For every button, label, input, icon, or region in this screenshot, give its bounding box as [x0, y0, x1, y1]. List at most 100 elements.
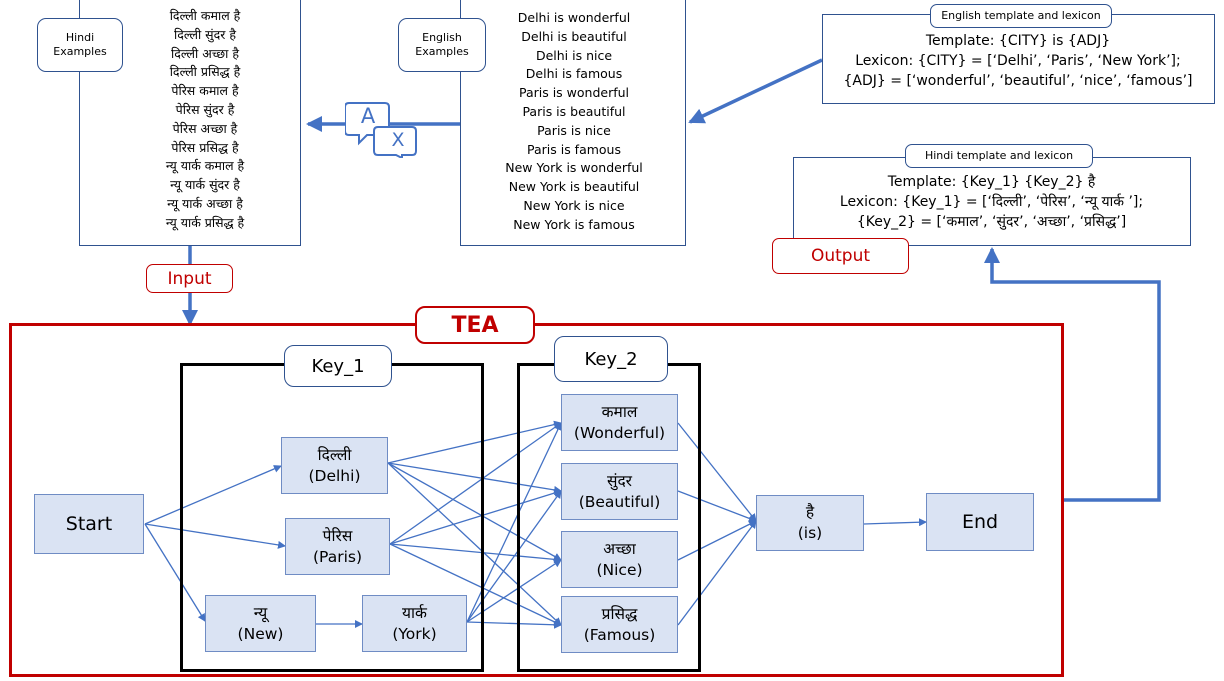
english-examples-tag: English Examples	[398, 18, 486, 72]
node-start: Start	[34, 494, 144, 554]
hindi-template-line: Lexicon: {Key_1} = [‘दिल्ली’, ‘पेरिस’, ‘…	[839, 194, 1144, 210]
node-york: यार्क (York)	[362, 595, 467, 652]
english-example-line: Delhi is nice	[535, 47, 613, 63]
output-label-text: Output	[810, 246, 871, 266]
tea-container	[9, 323, 1064, 677]
english-example-line: New York is wonderful	[505, 160, 643, 176]
node-new-english: (New)	[237, 624, 284, 643]
edge-paris-achha	[389, 543, 562, 564]
hindi-example-line: पेरिस सुंदर है	[175, 101, 235, 117]
node-new-hindi: न्यू	[253, 603, 268, 622]
key1-label: Key_1	[284, 345, 392, 387]
hindi-example-line: न्यू यार्क प्रसिद्ध है	[165, 214, 245, 230]
node-new: न्यू (New)	[205, 595, 316, 652]
node-achha-english: (Nice)	[596, 560, 643, 579]
english-template-panel: Template: {CITY} is {ADJ} Lexicon: {CITY}…	[822, 14, 1215, 104]
node-york-english: (York)	[392, 624, 437, 643]
node-sundar: सुंदर (Beautiful)	[561, 463, 678, 520]
input-label-text: Input	[167, 268, 212, 289]
hindi-example-line: न्यू यार्क अच्छा है	[167, 195, 243, 211]
node-hai-english: (is)	[797, 524, 823, 542]
english-example-line: Paris is wonderful	[518, 85, 630, 101]
translate-letter-a: A	[360, 104, 376, 128]
hindi-example-line: न्यू यार्क कमाल है	[165, 158, 245, 174]
hindi-template-tag: Hindi template and lexicon	[905, 144, 1093, 168]
output-label: Output	[772, 238, 909, 274]
key1-label-text: Key_1	[311, 355, 365, 377]
node-kamal-hindi: कमाल	[601, 402, 638, 421]
hindi-template-line: {Key_2} = [‘कमाल’, ‘सुंदर’, ‘अच्छा’, ‘प्…	[856, 214, 1127, 230]
hindi-template-lines: Template: {Key_1} {Key_2} है Lexicon: {Ke…	[794, 172, 1189, 232]
node-achha-hindi: अच्छा	[603, 539, 636, 558]
node-end-label: End	[961, 510, 999, 533]
node-sundar-hindi: सुंदर	[606, 471, 633, 490]
edge-delhi-kamal	[387, 420, 562, 464]
node-york-hindi: यार्क	[402, 603, 427, 622]
hindi-example-line: पेरिस प्रसिद्ध है	[171, 139, 239, 155]
node-end: End	[926, 493, 1034, 551]
node-kamal-english: (Wonderful)	[573, 423, 666, 442]
hindi-example-line: न्यू यार्क सुंदर है	[170, 177, 240, 193]
english-example-line: Delhi is famous	[525, 66, 623, 82]
english-example-line: Paris is nice	[537, 122, 611, 138]
english-template-lines: Template: {CITY} is {ADJ} Lexicon: {CITY}…	[823, 31, 1213, 91]
hindi-example-line: दिल्ली अच्छा है	[171, 45, 239, 61]
english-examples-tag-label: English Examples	[415, 31, 469, 58]
edge-delhi-sundar	[387, 462, 562, 494]
english-template-tag: English template and lexicon	[930, 4, 1112, 28]
edge-delhi-prasiddh	[387, 462, 562, 626]
translate-icon: A X	[345, 100, 417, 158]
edge-achha-hai	[677, 520, 757, 561]
hindi-examples-tag-label: Hindi Examples	[53, 31, 107, 58]
key2-label: Key_2	[554, 336, 668, 382]
node-delhi-english: (Delhi)	[308, 466, 361, 485]
edge-start-delhi	[144, 465, 282, 525]
english-example-line: New York is beautiful	[508, 179, 640, 195]
key2-label-text: Key_2	[584, 348, 638, 370]
hindi-example-line: पेरिस अच्छा है	[172, 120, 238, 136]
edge-paris-kamal	[389, 422, 562, 545]
english-template-line: Template: {CITY} is {ADJ}	[925, 33, 1111, 49]
edge-kamal-hai	[677, 422, 757, 522]
node-paris-english: (Paris)	[313, 547, 362, 566]
english-template-tag-label: English template and lexicon	[941, 9, 1101, 22]
english-template-line: {ADJ} = [‘wonderful’, ‘beautiful’, ‘nice…	[843, 73, 1193, 89]
node-delhi-hindi: दिल्ली	[317, 445, 352, 464]
english-example-line: Paris is beautiful	[522, 103, 626, 119]
hindi-template-panel: Template: {Key_1} {Key_2} है Lexicon: {Ke…	[793, 157, 1191, 246]
english-example-line: Delhi is beautiful	[521, 28, 627, 44]
hindi-example-line: दिल्ली सुंदर है	[173, 26, 236, 42]
node-start-label: Start	[65, 512, 113, 535]
tea-to-output-arrow	[984, 247, 1161, 502]
english-example-line: Delhi is wonderful	[517, 10, 631, 25]
hindi-examples-tag: Hindi Examples	[37, 18, 123, 72]
hindi-example-list: दिल्ली कमाल है दिल्ली सुंदर है दिल्ली अच्छ…	[120, 7, 290, 233]
input-label: Input	[146, 264, 233, 293]
english-example-line: New York is famous	[513, 216, 635, 232]
node-achha: अच्छा (Nice)	[561, 531, 678, 588]
english-example-line: Paris is famous	[526, 141, 621, 157]
edge-prasiddh-hai	[677, 520, 757, 626]
edge-sundar-hai	[677, 490, 757, 523]
edge-paris-sundar	[389, 489, 562, 545]
node-delhi: दिल्ली (Delhi)	[281, 437, 388, 494]
edge-start-paris	[144, 523, 286, 549]
node-hai-hindi: है	[805, 503, 815, 521]
hindi-example-line: दिल्ली प्रसिद्ध है	[169, 64, 241, 80]
node-prasiddh-english: (Famous)	[583, 625, 656, 644]
english-template-line: Lexicon: {CITY} = [‘Delhi’, ‘Paris’, ‘Ne…	[855, 53, 1181, 69]
node-paris: पेरिस (Paris)	[285, 518, 390, 575]
node-sundar-english: (Beautiful)	[578, 492, 661, 511]
hindi-template-line: Template: {Key_1} {Key_2} है	[887, 174, 1096, 190]
node-prasiddh: प्रसिद्ध (Famous)	[561, 596, 678, 653]
tea-label-text: TEA	[451, 312, 499, 338]
hindi-example-line: दिल्ली कमाल है	[169, 8, 241, 23]
edge-start-new	[144, 523, 206, 622]
translate-letter-x: X	[391, 129, 405, 151]
node-hai: है (is)	[756, 495, 864, 551]
edge-delhi-achha	[387, 462, 562, 561]
node-paris-hindi: पेरिस	[322, 526, 353, 545]
